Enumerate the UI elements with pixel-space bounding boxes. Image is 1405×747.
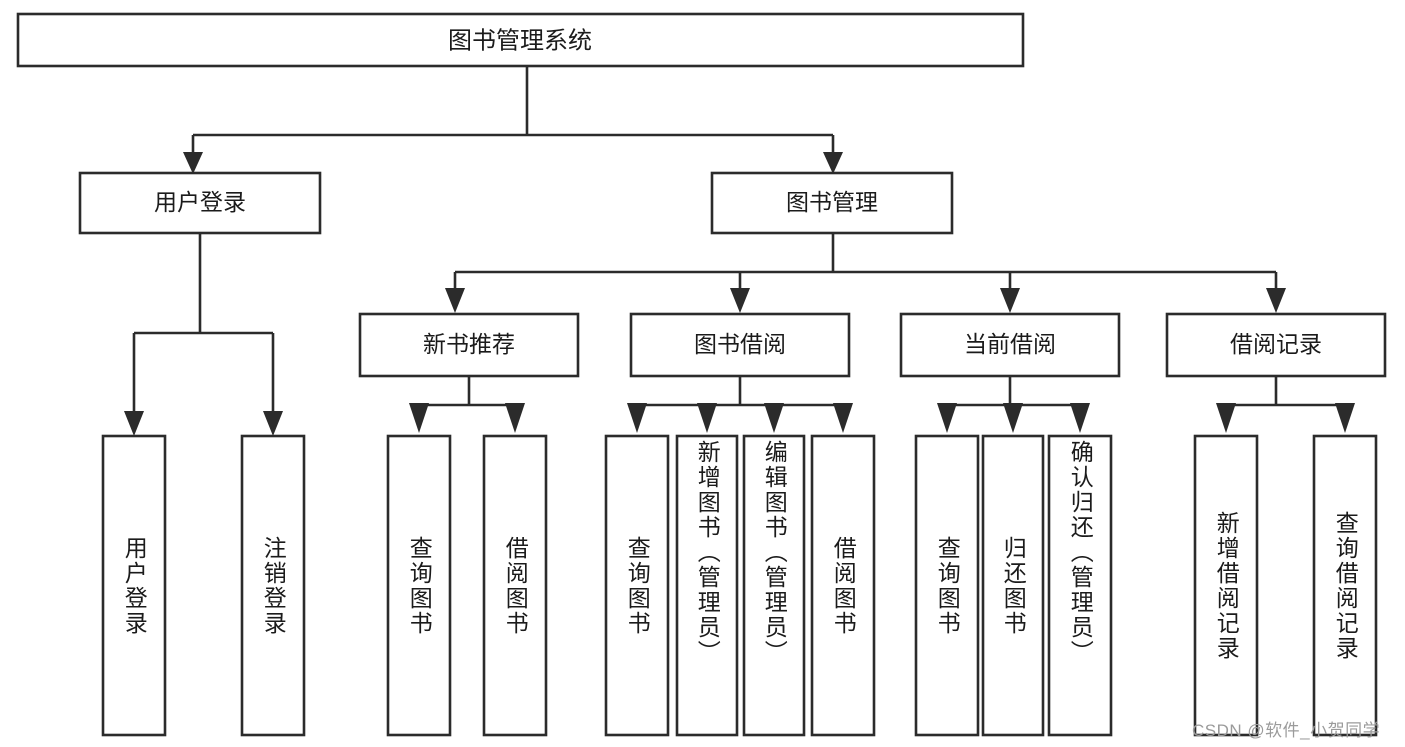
connector-group-user-login bbox=[124, 233, 283, 436]
leaf-box-query-book-2[interactable] bbox=[604, 434, 670, 737]
leaf-box-confirm-return[interactable] bbox=[1047, 434, 1113, 737]
node-current-borrow[interactable]: 当前借阅 bbox=[899, 312, 1121, 378]
node-root[interactable]: 图书管理系统 bbox=[16, 12, 1025, 68]
arrow-head-leaf-add-book bbox=[697, 403, 717, 433]
node-new-book-recommend[interactable]: 新书推荐 bbox=[358, 312, 580, 378]
leaf-box-user-login[interactable] bbox=[101, 434, 167, 737]
node-borrow-record-box[interactable] bbox=[1165, 312, 1387, 378]
connector-group-book-manage bbox=[445, 233, 1286, 313]
node-current-borrow-label: 当前借阅 bbox=[964, 331, 1056, 357]
node-current-borrow-box[interactable] bbox=[899, 312, 1121, 378]
leaf-box-borrow-book-1[interactable] bbox=[482, 434, 548, 737]
leaf-box-logout-login[interactable] bbox=[240, 434, 306, 737]
leaf-box-return-book[interactable] bbox=[981, 434, 1045, 737]
node-root-box[interactable] bbox=[16, 12, 1025, 68]
arrow-head-leaf-confirm-return bbox=[1070, 403, 1090, 433]
arrow-head-leaf-edit-book bbox=[764, 403, 784, 433]
csdn-watermark: CSDN @软件_小贺同学 bbox=[1192, 721, 1381, 740]
arrow-head-leaf-user-login bbox=[124, 411, 144, 436]
node-root-label: 图书管理系统 bbox=[448, 27, 592, 54]
node-book-borrow[interactable]: 图书借阅 bbox=[629, 312, 851, 378]
node-book-manage-box[interactable] bbox=[710, 171, 954, 235]
connector-group-borrow-record bbox=[1216, 377, 1355, 433]
node-book-manage-label: 图书管理 bbox=[786, 189, 878, 215]
node-borrow-record-label: 借阅记录 bbox=[1230, 331, 1322, 357]
arrow-head-leaf-return-book bbox=[1003, 403, 1023, 433]
node-book-manage[interactable]: 图书管理 bbox=[710, 171, 954, 235]
arrow-head-leaf-borrow-book-2 bbox=[833, 403, 853, 433]
connector-group-current-borrow bbox=[937, 377, 1090, 433]
arrow-head-leaf-query-book-2 bbox=[627, 403, 647, 433]
arrow-head-leaf-logout-login bbox=[263, 411, 283, 436]
arrow-head-leaf-query-book-1 bbox=[409, 403, 429, 433]
arrow-head-leaf-add-record bbox=[1216, 403, 1236, 433]
arrow-head-leaf-query-record bbox=[1335, 403, 1355, 433]
connector-group-book-borrow bbox=[627, 377, 853, 433]
node-user-login-box[interactable] bbox=[78, 171, 322, 235]
arrow-head-user-login bbox=[183, 152, 203, 174]
arrow-head-book-borrow bbox=[730, 288, 750, 313]
node-borrow-record[interactable]: 借阅记录 bbox=[1165, 312, 1387, 378]
leaf-box-query-record[interactable] bbox=[1312, 434, 1378, 737]
leaf-box-query-book-3[interactable] bbox=[914, 434, 980, 737]
leaf-box-borrow-book-2[interactable] bbox=[810, 434, 876, 737]
leaf-box-add-book[interactable] bbox=[675, 434, 739, 737]
node-user-login[interactable]: 用户登录 bbox=[78, 171, 322, 235]
arrow-head-leaf-borrow-book-1 bbox=[505, 403, 525, 433]
arrow-head-leaf-query-book-3 bbox=[937, 403, 957, 433]
connector-group-new-book-recommend bbox=[409, 377, 525, 433]
node-user-login-label: 用户登录 bbox=[154, 189, 246, 215]
arrow-head-borrow-record bbox=[1266, 288, 1286, 313]
node-new-book-recommend-label: 新书推荐 bbox=[423, 331, 515, 357]
arrow-head-current-borrow bbox=[1000, 288, 1020, 313]
leaf-box-edit-book[interactable] bbox=[742, 434, 806, 737]
arrow-head-new-book-recommend bbox=[445, 288, 465, 313]
leaf-box-query-book-1[interactable] bbox=[386, 434, 452, 737]
leaf-box-add-record[interactable] bbox=[1193, 434, 1259, 737]
node-book-borrow-box[interactable] bbox=[629, 312, 851, 378]
arrow-head-book-manage bbox=[823, 152, 843, 174]
connector-group-root bbox=[183, 66, 843, 174]
node-book-borrow-label: 图书借阅 bbox=[694, 331, 786, 357]
node-new-book-recommend-box[interactable] bbox=[358, 312, 580, 378]
